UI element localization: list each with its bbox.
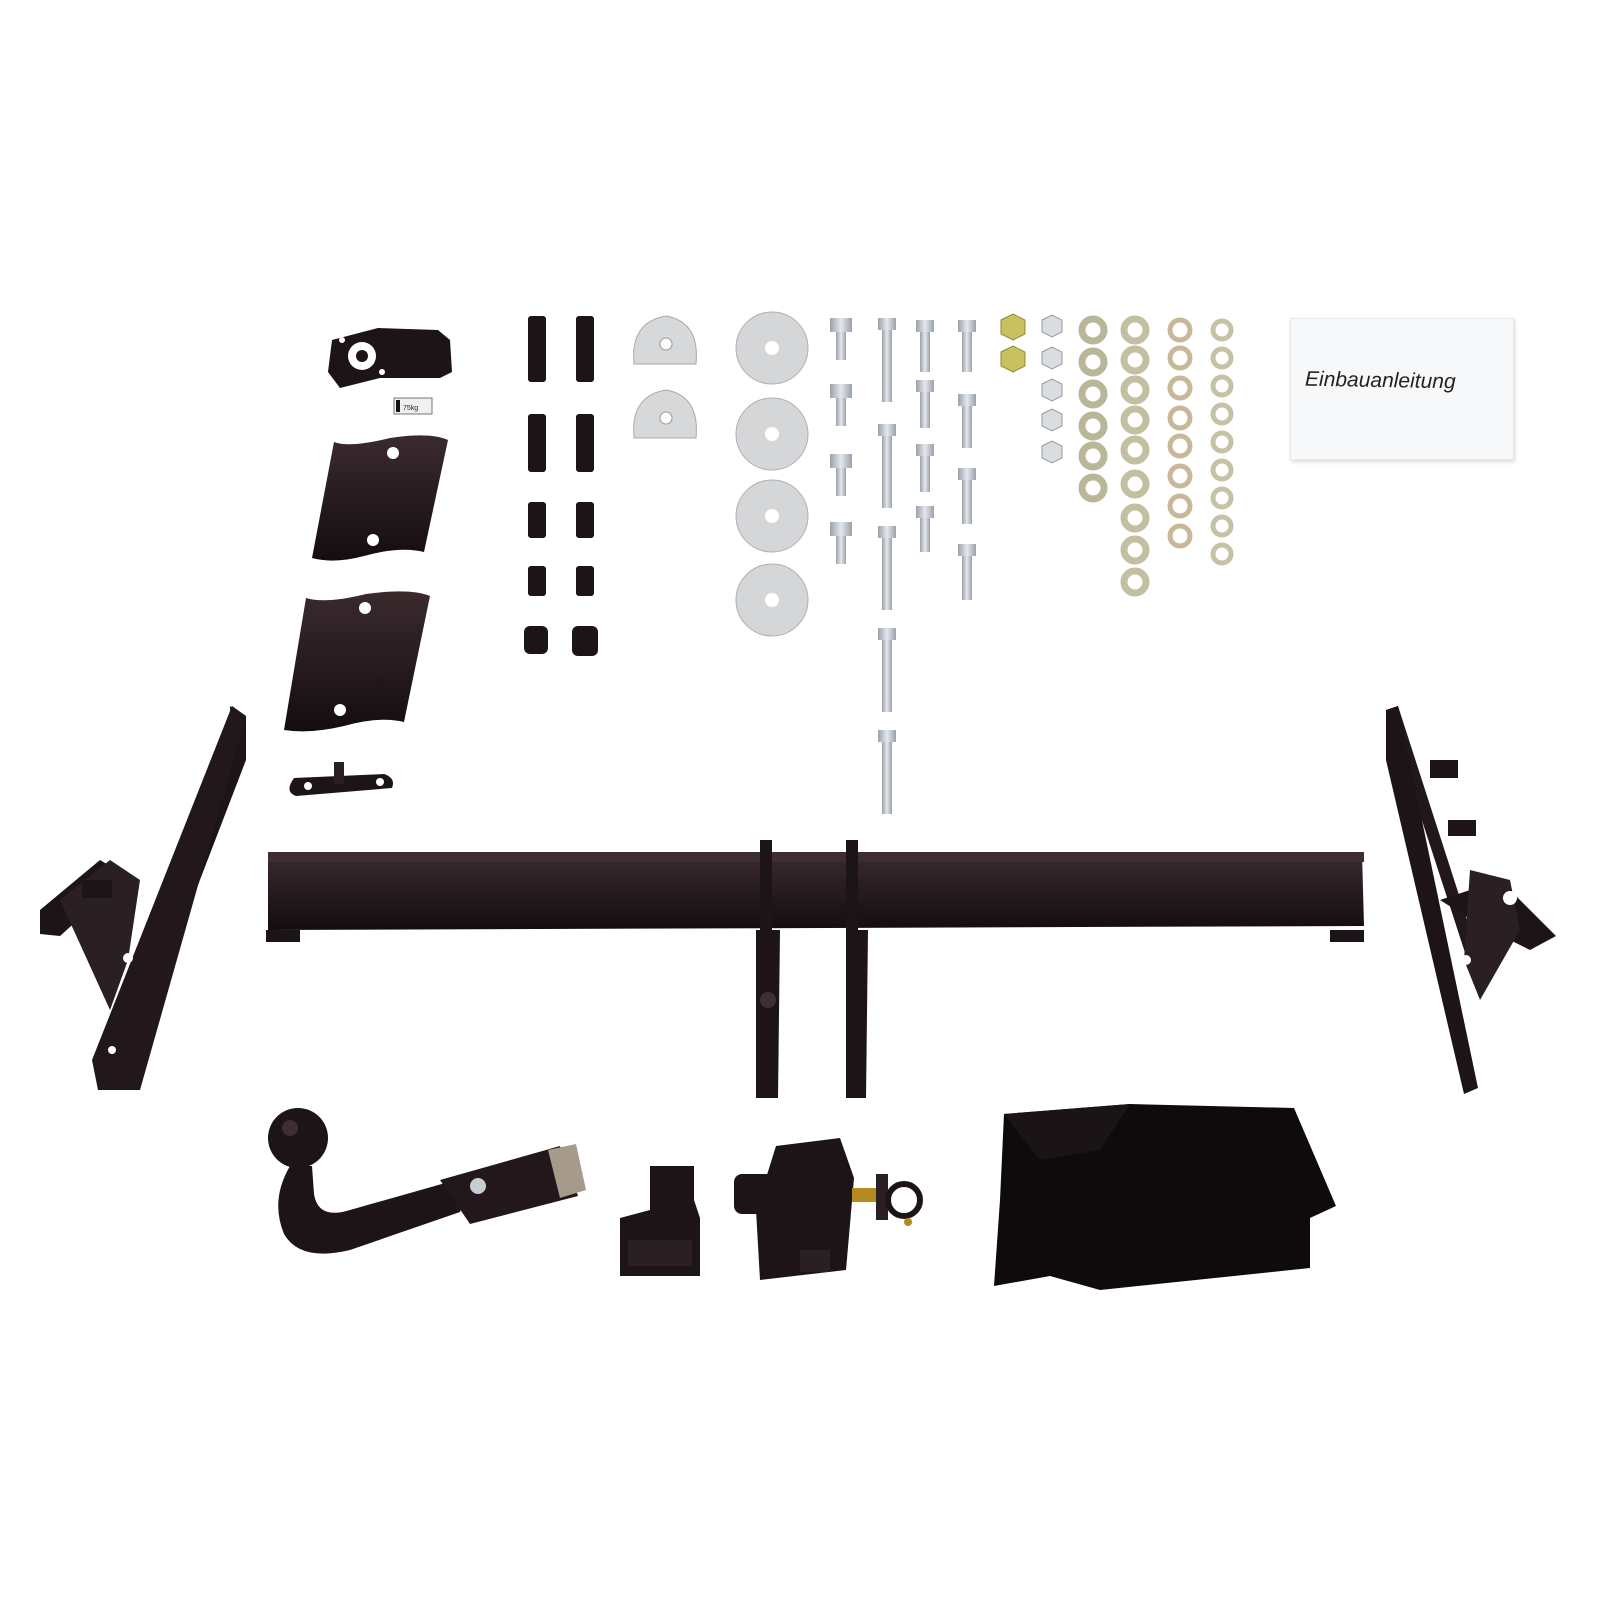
hex-bolt <box>830 522 852 564</box>
receiver-lock <box>620 1166 700 1276</box>
storage-bag <box>994 1104 1336 1290</box>
long-bolt <box>878 424 896 508</box>
medium-bolt <box>958 544 976 600</box>
nuts <box>1000 313 1063 464</box>
medium-bolt <box>958 320 976 372</box>
medium-bolt <box>916 380 934 428</box>
mounting-plate-upper <box>312 435 448 561</box>
d-shaped-washers <box>633 315 697 439</box>
long-bolt <box>878 318 896 402</box>
hex-bolt <box>830 318 852 360</box>
medium-bolt <box>958 394 976 448</box>
medium-bolt <box>916 444 934 492</box>
mounting-plate-lower <box>284 591 430 732</box>
label-sticker: 75kg <box>393 397 433 415</box>
long-bolt <box>878 730 896 814</box>
small-washers <box>1078 315 1234 597</box>
spacer-tubes <box>524 316 598 656</box>
long-bolt <box>878 628 896 712</box>
small-stud-bracket <box>289 762 393 796</box>
left-side-bracket <box>40 706 246 1090</box>
crossbar <box>266 840 1364 1098</box>
manual-title: Einbauanleitung <box>1304 367 1456 394</box>
receiver-housing <box>734 1138 923 1280</box>
medium-bolt <box>958 468 976 524</box>
svg-text:75kg: 75kg <box>403 405 418 412</box>
tow-ball-neck <box>268 1108 586 1254</box>
hex-bolt <box>830 384 852 426</box>
hex-bolt <box>830 454 852 496</box>
large-washers <box>735 311 809 637</box>
socket-bracket <box>328 328 452 388</box>
medium-bolt <box>916 320 934 372</box>
right-side-bracket <box>1386 706 1556 1094</box>
long-bolt <box>878 526 896 610</box>
bolts <box>830 318 976 814</box>
installation-manual: Einbauanleitung <box>1290 318 1514 460</box>
medium-bolt <box>916 506 934 552</box>
